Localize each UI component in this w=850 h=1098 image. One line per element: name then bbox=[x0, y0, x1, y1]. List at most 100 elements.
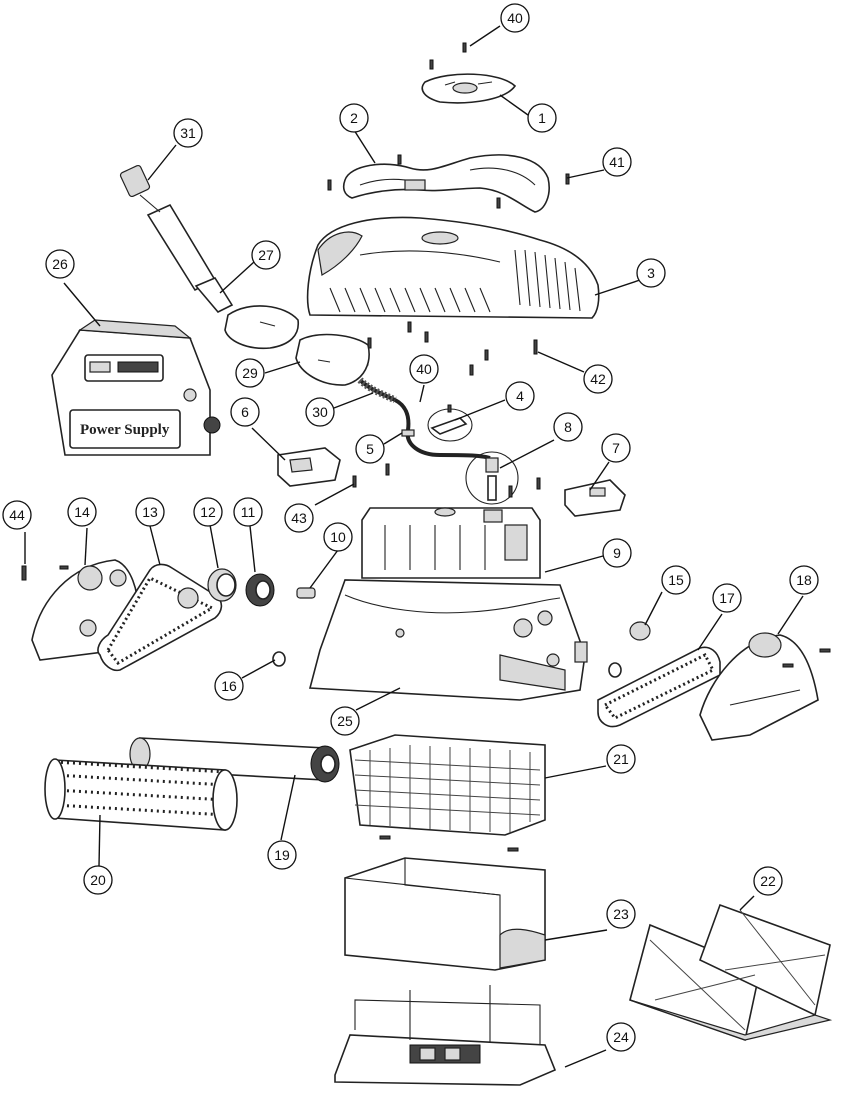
callout-c31: 31 bbox=[173, 118, 203, 148]
callout-c14: 14 bbox=[67, 497, 97, 527]
callout-label: 24 bbox=[613, 1029, 629, 1045]
callout-c2: 2 bbox=[339, 103, 369, 133]
callout-c10: 10 bbox=[323, 522, 353, 552]
callout-c30: 30 bbox=[305, 397, 335, 427]
part-13-track bbox=[97, 563, 223, 672]
part-4-clip bbox=[427, 404, 473, 442]
callout-circle bbox=[233, 497, 263, 527]
callout-label: 11 bbox=[241, 504, 256, 520]
callout-c3: 3 bbox=[636, 258, 666, 288]
part-3-main-cover bbox=[306, 216, 600, 319]
callout-label: 22 bbox=[760, 873, 776, 889]
callout-c12: 12 bbox=[193, 497, 223, 527]
callout-label: 1 bbox=[538, 110, 546, 126]
part-6-block bbox=[277, 447, 341, 487]
callout-label: 13 bbox=[142, 504, 158, 520]
part-44-screw bbox=[21, 565, 69, 581]
callout-circle bbox=[606, 899, 636, 929]
part-23-tray bbox=[344, 857, 546, 971]
part-20-brush bbox=[44, 758, 238, 831]
callout-label: 5 bbox=[366, 441, 374, 457]
callout-c40a: 40 bbox=[500, 3, 530, 33]
callout-label: 8 bbox=[564, 419, 572, 435]
callout-label: 18 bbox=[796, 572, 812, 588]
callout-c4: 4 bbox=[505, 381, 535, 411]
part-9-motor-box bbox=[361, 507, 541, 579]
callout-c43: 43 bbox=[284, 503, 314, 533]
callout-c40b: 40 bbox=[409, 354, 439, 384]
callout-label: 2 bbox=[350, 110, 358, 126]
callout-circle bbox=[193, 497, 223, 527]
callout-c13: 13 bbox=[135, 497, 165, 527]
part-24-frame bbox=[334, 985, 557, 1086]
part-18-right-side-panel bbox=[699, 632, 819, 741]
callout-label: 41 bbox=[609, 154, 625, 170]
callout-circle bbox=[173, 118, 203, 148]
callout-c27: 27 bbox=[251, 240, 281, 270]
callout-c22: 22 bbox=[753, 866, 783, 896]
callout-label: 29 bbox=[242, 365, 258, 381]
callout-label: 12 bbox=[200, 504, 216, 520]
callout-c42: 42 bbox=[583, 364, 613, 394]
callout-circle bbox=[712, 583, 742, 613]
callout-circle bbox=[230, 397, 260, 427]
callout-circle bbox=[355, 434, 385, 464]
part-1-top-cap bbox=[421, 73, 517, 104]
callout-c8: 8 bbox=[553, 412, 583, 442]
callout-c18: 18 bbox=[789, 565, 819, 595]
cover-front-vents bbox=[329, 287, 491, 313]
callout-label: 26 bbox=[52, 256, 68, 272]
callout-c11: 11 bbox=[233, 497, 263, 527]
callout-c16: 16 bbox=[214, 671, 244, 701]
callout-circle bbox=[602, 147, 632, 177]
part-29-rear-cover bbox=[295, 333, 370, 386]
callout-circle bbox=[527, 103, 557, 133]
callout-circle bbox=[2, 500, 32, 530]
callout-label: 19 bbox=[274, 847, 290, 863]
screws-handle bbox=[327, 154, 570, 209]
callout-circle bbox=[606, 1022, 636, 1052]
callout-label: 43 bbox=[291, 510, 307, 526]
callout-c19: 19 bbox=[267, 840, 297, 870]
callout-circle bbox=[602, 538, 632, 568]
callout-circle bbox=[67, 497, 97, 527]
cover-grille bbox=[514, 249, 581, 312]
callout-c29: 29 bbox=[235, 358, 265, 388]
part-26-power-supply: Power Supply bbox=[51, 319, 221, 456]
callout-c21: 21 bbox=[606, 744, 636, 774]
callout-circle bbox=[661, 565, 691, 595]
callout-c1: 1 bbox=[527, 103, 557, 133]
callout-label: 40 bbox=[507, 10, 523, 26]
callout-circle bbox=[330, 706, 360, 736]
callout-circle bbox=[789, 565, 819, 595]
callout-label: 27 bbox=[258, 247, 274, 263]
callout-circle bbox=[45, 249, 75, 279]
callout-label: 20 bbox=[90, 872, 106, 888]
callout-c17: 17 bbox=[712, 583, 742, 613]
part-22-fine-filters bbox=[629, 903, 833, 1042]
callout-c15: 15 bbox=[661, 565, 691, 595]
callout-label: 16 bbox=[221, 678, 237, 694]
part-8-impeller bbox=[465, 451, 519, 505]
part-25-chassis bbox=[308, 579, 588, 701]
callout-c7: 7 bbox=[601, 433, 631, 463]
callout-circle bbox=[606, 744, 636, 774]
callout-label: 30 bbox=[312, 404, 328, 420]
leader-lines bbox=[24, 25, 804, 1068]
callout-circle bbox=[339, 103, 369, 133]
part-31-cable-swivel bbox=[119, 164, 234, 313]
part-7-block bbox=[564, 479, 626, 517]
callout-circle bbox=[323, 522, 353, 552]
callout-c44: 44 bbox=[2, 500, 32, 530]
callout-label: 10 bbox=[330, 529, 346, 545]
callout-c6: 6 bbox=[230, 397, 260, 427]
callout-c20: 20 bbox=[83, 865, 113, 895]
part-18-screws bbox=[782, 648, 831, 668]
callout-circle bbox=[251, 240, 281, 270]
callout-circle bbox=[267, 840, 297, 870]
part-10-pin bbox=[296, 587, 316, 599]
callout-circle bbox=[235, 358, 265, 388]
callout-c23: 23 bbox=[606, 899, 636, 929]
callout-circle bbox=[500, 3, 530, 33]
callout-label: 15 bbox=[668, 572, 684, 588]
